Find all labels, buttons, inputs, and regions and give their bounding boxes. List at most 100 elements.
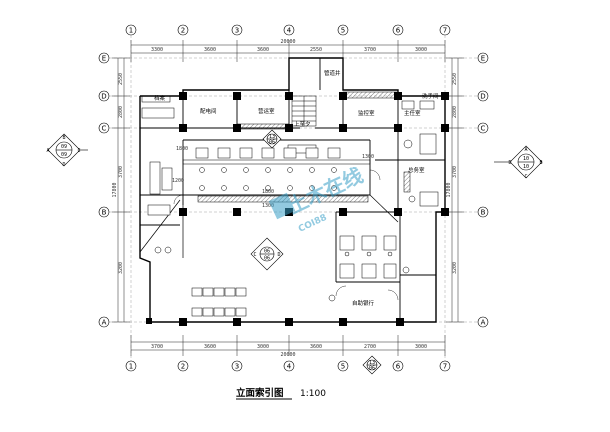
east-index-left: D (508, 160, 511, 166)
inner-dim-3: 1800 (262, 189, 274, 195)
dim-bottom-5: 2700 (364, 344, 376, 350)
dim-bottom-2: 3600 (204, 344, 216, 350)
dim-bottom-total: 20000 (280, 352, 295, 358)
hall-index-left: C (253, 252, 256, 258)
elevation-index-teller (262, 129, 282, 149)
axis-bottom-1: 1 (129, 363, 133, 371)
axis-bottom-6: 6 (396, 363, 401, 371)
top-axis-bubbles (125, 24, 451, 36)
dim-bottom-6: 3000 (415, 344, 427, 350)
left-axis-bubbles (98, 52, 110, 328)
atm-booths (339, 235, 397, 279)
east-index-up: A (524, 147, 527, 153)
axis-top-1: 1 (129, 27, 133, 35)
axis-left-B: B (102, 209, 107, 217)
axis-bottom-5: 5 (341, 363, 345, 371)
dim-top-2: 3600 (204, 47, 216, 53)
door-swings (173, 169, 399, 301)
room-label-director: 主任室 (404, 109, 421, 117)
west-index-down: D (62, 162, 65, 168)
teller-workstations (195, 147, 341, 191)
dim-bottom-1: 3700 (151, 344, 163, 350)
room-label-pipe-shaft: 管道井 (324, 69, 341, 77)
axis-right-C: C (481, 125, 486, 133)
axis-top-7: 7 (443, 27, 447, 35)
axis-left-A: A (102, 319, 107, 327)
room-label-archive: 档案 (154, 94, 166, 102)
dim-left-2: 2800 (118, 106, 124, 118)
axis-top-3: 3 (235, 27, 239, 35)
axis-left-C: C (102, 125, 107, 133)
watermark-sub: COI88 (297, 213, 329, 235)
axis-right-B: B (481, 209, 486, 217)
dim-top-5: 3700 (364, 47, 376, 53)
dim-top-total: 20000 (280, 39, 295, 45)
axis-bottom-3: 3 (235, 363, 239, 371)
room-label-operations: 营运室 (258, 107, 275, 115)
dim-right-3: 3700 (452, 166, 458, 178)
dim-left-total: 17800 (112, 182, 118, 197)
hall-index-bottom: 06 (264, 256, 270, 262)
dim-top-6: 3000 (415, 47, 427, 53)
drawing-scale: 1:100 (300, 389, 326, 399)
elevation-index-west (47, 133, 88, 167)
dim-right-total: 17800 (446, 182, 452, 197)
south-index-top: 13 (369, 360, 375, 366)
elevation-index-east (494, 145, 543, 179)
room-label-monitor: 监控室 (358, 109, 375, 117)
hall-index-right: D (277, 252, 280, 258)
hall-index-top: 06 (264, 249, 270, 255)
axis-right-A: A (481, 319, 486, 327)
axis-top-5: 5 (341, 27, 345, 35)
room-label-stair: 上至夕 (294, 120, 311, 128)
bottom-axis-bubbles (125, 360, 451, 372)
elevation-index-hall (250, 237, 284, 271)
teller-index-bottom: 06 (269, 140, 275, 146)
elevation-index-south (362, 355, 382, 375)
east-index-down: C (524, 174, 527, 180)
dim-right-2: 2800 (452, 106, 458, 118)
axis-right-D: D (480, 93, 485, 101)
west-index-bottom: 09 (61, 152, 67, 158)
dim-bottom-4: 3600 (310, 344, 322, 350)
dim-left-3: 3700 (118, 166, 124, 178)
axis-bottom-7: 7 (443, 363, 447, 371)
dim-top-4: 2550 (310, 47, 322, 53)
axis-bottom-2: 2 (181, 363, 185, 371)
inner-dim-2: 1200 (172, 178, 184, 184)
room-label-general: 总务室 (408, 166, 425, 174)
room-label-self-service: 自助银行 (352, 299, 375, 307)
top-dimension-chain (130, 40, 446, 62)
dim-bottom-3: 3000 (257, 344, 269, 350)
south-index-bottom: 06 (369, 366, 375, 372)
axis-top-6: 6 (396, 27, 401, 35)
axis-left-D: D (101, 93, 106, 101)
axis-bottom-4: 4 (287, 363, 292, 371)
dim-top-1: 3300 (151, 47, 163, 53)
dim-left-1: 2550 (118, 73, 124, 85)
stair (291, 95, 317, 127)
dim-left-4: 3200 (118, 262, 124, 274)
east-index-right: B (539, 160, 542, 166)
east-index-top: 10 (523, 156, 529, 162)
axis-left-E: E (102, 55, 106, 63)
west-index-left: A (46, 148, 49, 154)
dim-top-3: 3600 (257, 47, 269, 53)
west-index-right: C (77, 148, 80, 154)
inner-dim-5: 1300 (362, 154, 374, 160)
room-label-power: 配电间 (200, 107, 217, 115)
watermark-text: 土木在线 (284, 163, 367, 219)
west-index-up: B (62, 135, 65, 141)
right-axis-bubbles (477, 52, 489, 328)
dim-right-4: 3200 (452, 262, 458, 274)
inner-dim-4: 1300 (262, 203, 274, 209)
west-index-top: 09 (61, 144, 67, 150)
axis-top-4: 4 (287, 27, 292, 35)
east-index-bottom: 10 (523, 164, 529, 170)
office-furniture (154, 100, 439, 302)
axis-right-E: E (481, 55, 485, 63)
drawing-title: 立面索引图 (236, 387, 284, 399)
teller-index-top: 13 (269, 134, 275, 140)
inner-dim-1: 1800 (176, 146, 188, 152)
